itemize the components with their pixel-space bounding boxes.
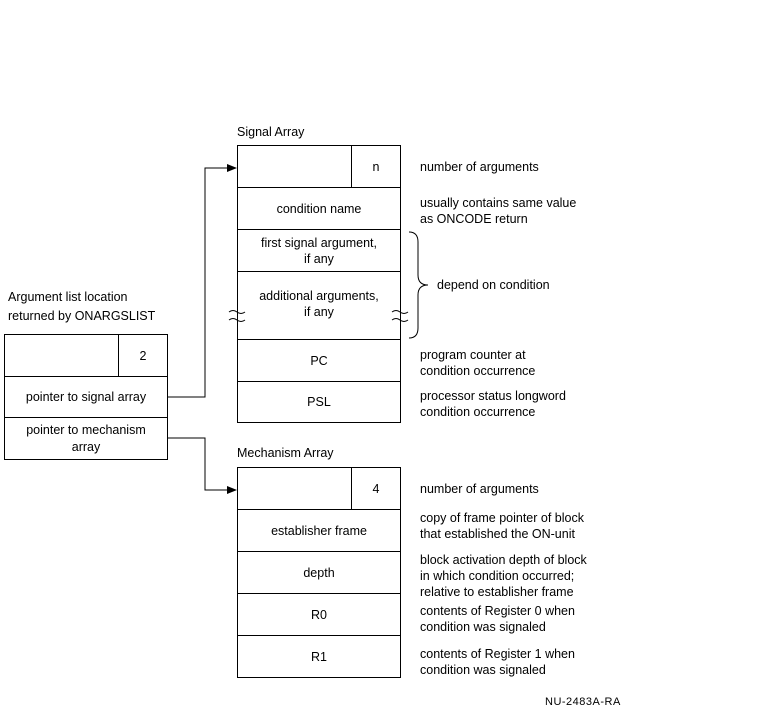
mechanism-row-divider xyxy=(238,551,400,552)
signal-row-additional-arguments: additional arguments, if any xyxy=(259,289,379,319)
arg-list-count-cell: 2 xyxy=(139,348,147,363)
signal-row-divider xyxy=(238,229,400,230)
signal-row-divider xyxy=(238,339,400,340)
mechanism-count-divider xyxy=(351,468,352,509)
signal-row-divider xyxy=(238,271,400,272)
signal-count-cell: n xyxy=(372,159,380,174)
figure-id: NU-2483A-RA xyxy=(545,696,621,708)
arg-list-signal-pointer: pointer to signal array xyxy=(4,376,168,418)
signal-array: n condition name first signal argument, … xyxy=(237,145,401,423)
mechanism-note-depth: block activation depth of block in which… xyxy=(420,553,587,599)
mechanism-note-establisher-frame: copy of frame pointer of block that esta… xyxy=(420,511,584,541)
mechanism-row-establisher-frame: establisher frame xyxy=(271,523,367,538)
mechanism-array-title: Mechanism Array xyxy=(237,446,334,460)
mechanism-row-r1: R1 xyxy=(311,649,327,664)
mechanism-row-divider xyxy=(238,593,400,594)
arg-list-caption-line1: Argument list location xyxy=(8,290,128,304)
signal-brace-note: depend on condition xyxy=(437,278,550,292)
signal-array-title: Signal Array xyxy=(237,125,305,139)
mechanism-row-divider xyxy=(238,509,400,510)
mechanism-note-count: number of arguments xyxy=(420,482,539,496)
signal-row-condition-name: condition name xyxy=(276,201,362,216)
arg-list-mechanism-pointer: pointer to mechanism array xyxy=(4,417,168,460)
arg-list-count-divider xyxy=(118,335,119,376)
mechanism-row-r0: R0 xyxy=(311,607,327,622)
signal-row-first-argument: first signal argument, if any xyxy=(260,235,378,266)
signal-count-divider xyxy=(351,146,352,187)
signal-note-psl: processor status longword condition occu… xyxy=(420,389,566,419)
signal-note-pc: program counter at condition occurrence xyxy=(420,348,536,378)
mechanism-row-divider xyxy=(238,635,400,636)
mechanism-note-r0: contents of Register 0 when condition wa… xyxy=(420,604,575,634)
signal-pointer-arrow xyxy=(168,164,237,398)
signal-row-psl: PSL xyxy=(307,395,331,409)
mechanism-pointer-arrow xyxy=(168,437,237,494)
signal-note-count: number of arguments xyxy=(420,160,539,174)
mechanism-array: 4 establisher frame depth R0 R1 xyxy=(237,467,401,678)
mechanism-count-cell: 4 xyxy=(372,481,380,496)
mechanism-row-depth: depth xyxy=(303,565,335,580)
arg-list-caption-line2: returned by ONARGSLIST xyxy=(8,309,156,323)
signal-row-divider xyxy=(238,187,400,188)
mechanism-note-r1: contents of Register 1 when condition wa… xyxy=(420,647,575,677)
signal-note-condition-name: usually contains same value as ONCODE re… xyxy=(420,196,577,226)
signal-row-pc: PC xyxy=(310,353,328,368)
signal-row-divider xyxy=(238,381,400,382)
arg-list-count-row: 2 xyxy=(4,334,168,377)
condition-brace xyxy=(408,231,429,339)
